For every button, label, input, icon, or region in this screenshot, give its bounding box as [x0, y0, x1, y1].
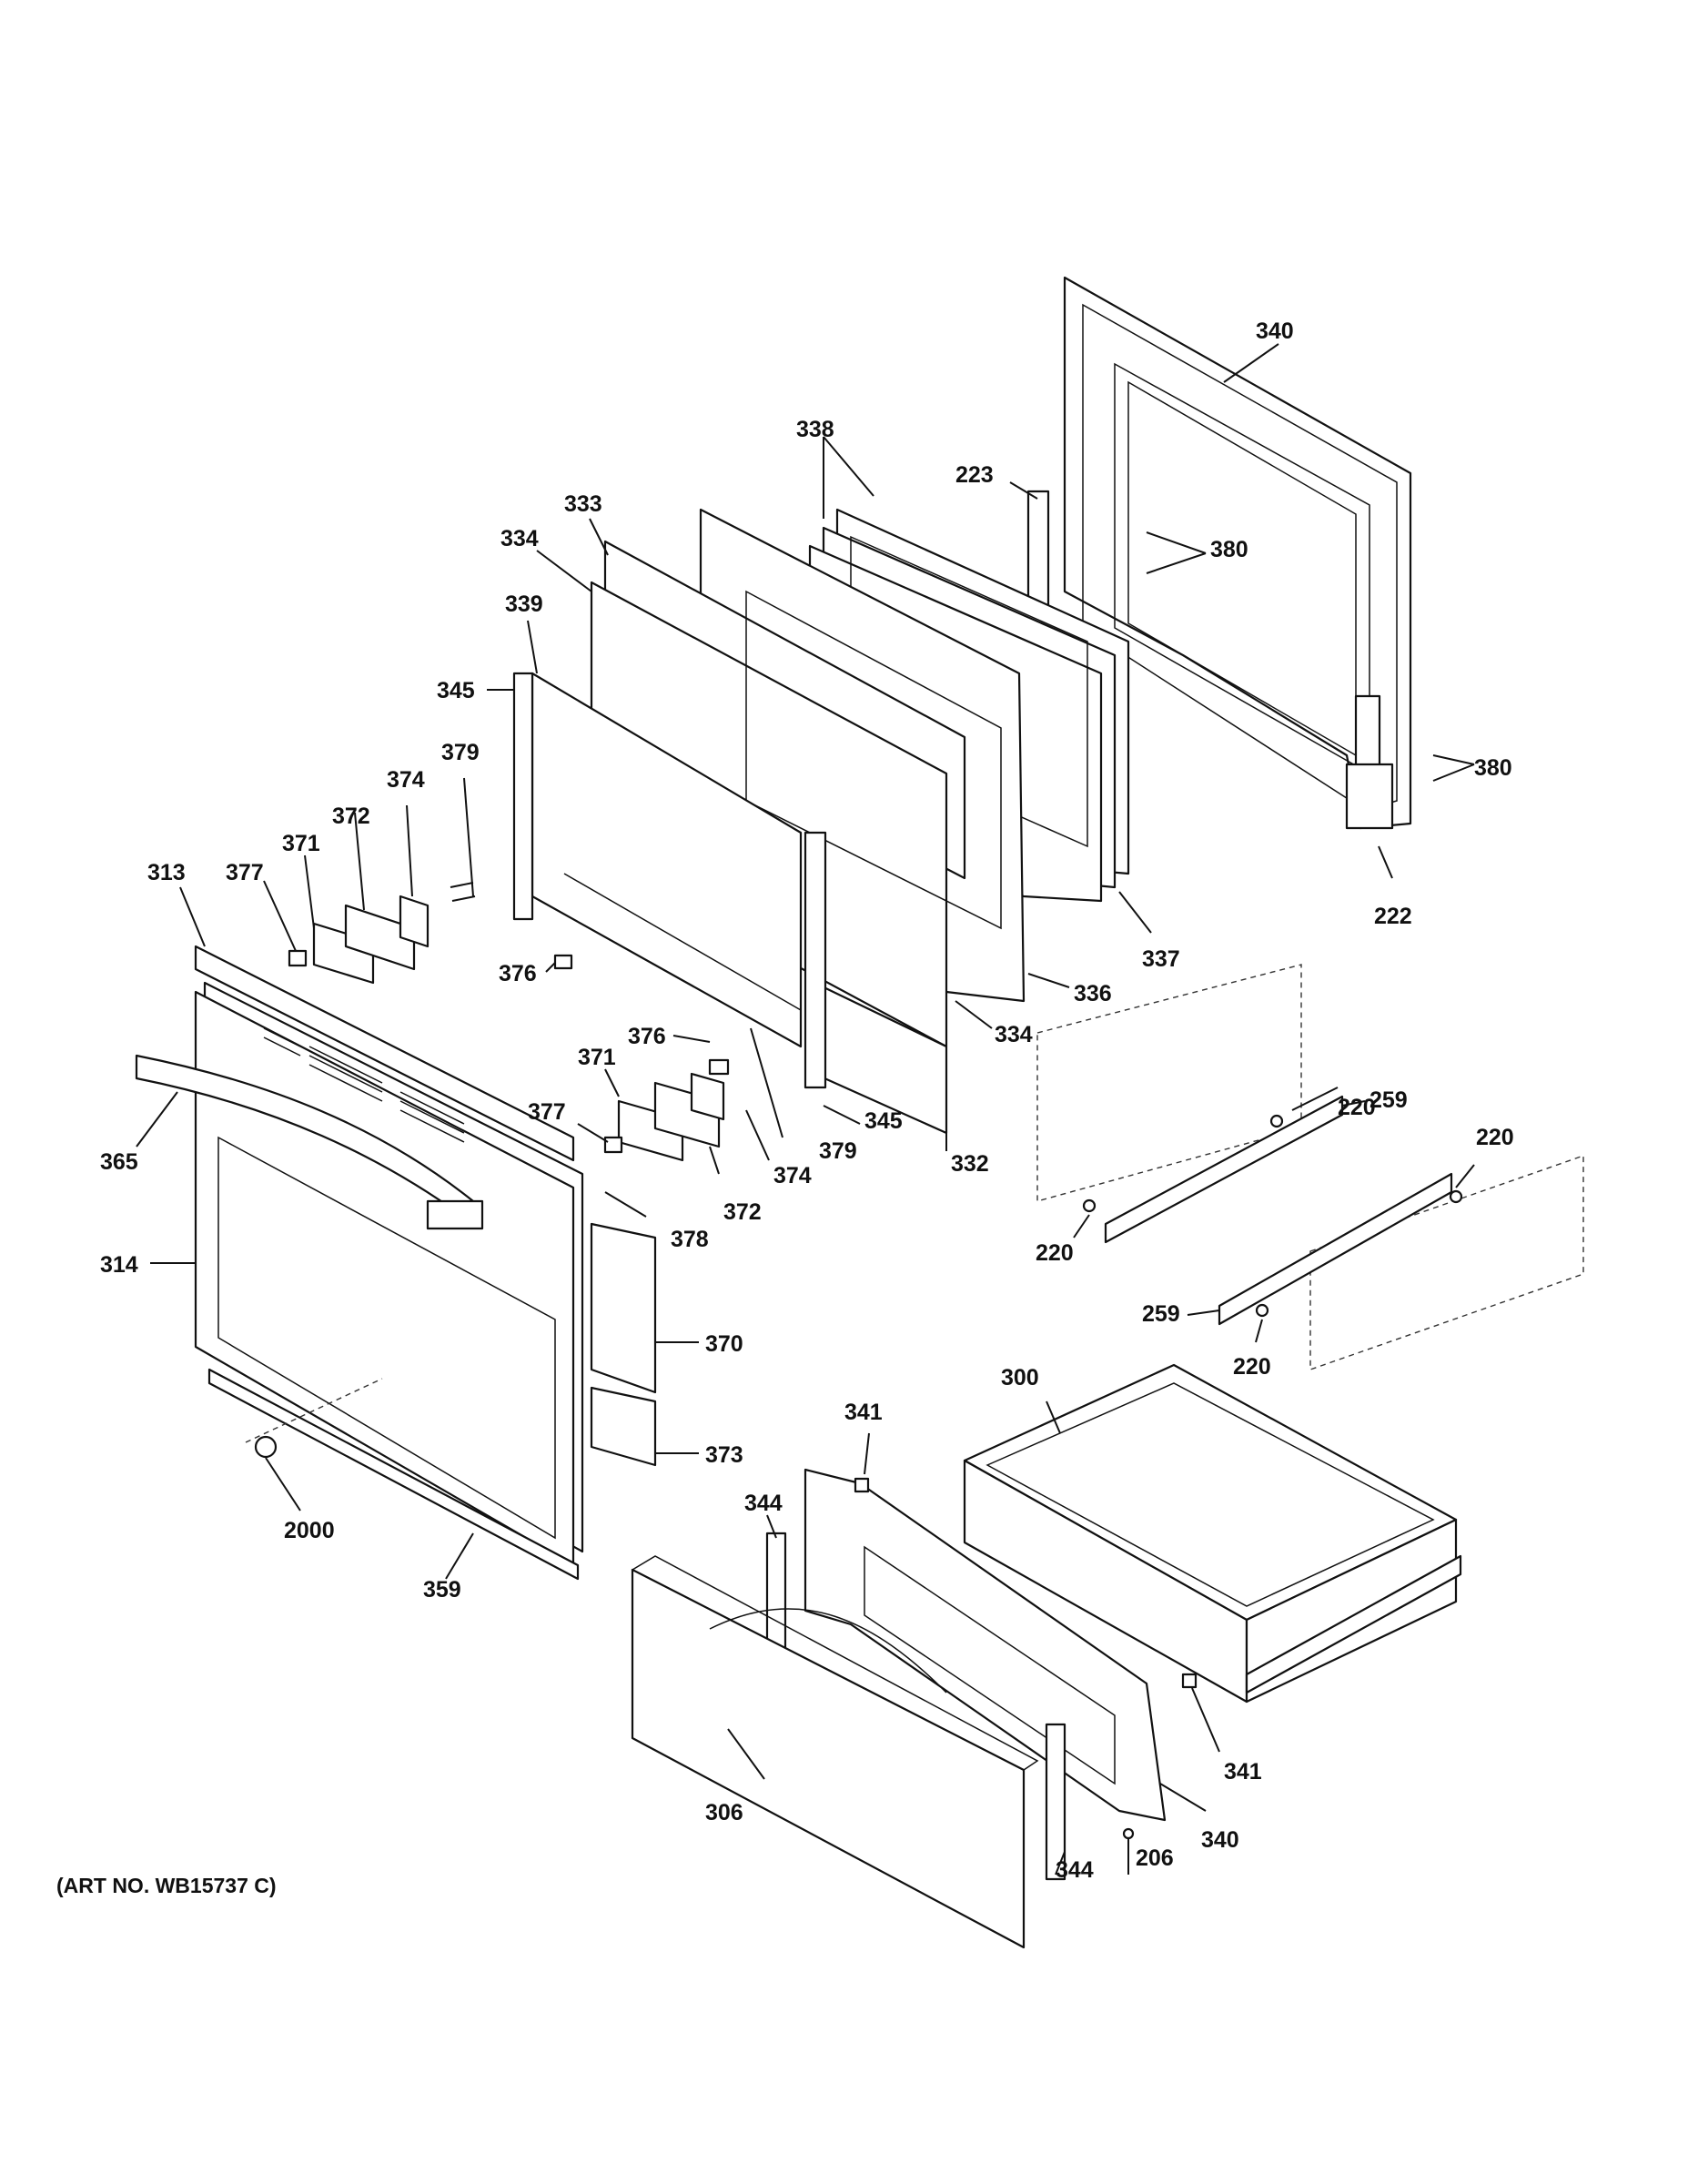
callout-359: 359 — [423, 1577, 461, 1603]
callout-341-upper: 341 — [844, 1400, 883, 1425]
outer-door-frame — [1026, 276, 1412, 830]
callout-332: 332 — [951, 1151, 989, 1177]
drawer-slides — [1036, 964, 1584, 1370]
callout-371-lower: 371 — [578, 1045, 616, 1070]
callout-370: 370 — [705, 1331, 743, 1357]
callout-344-lower: 344 — [1056, 1857, 1094, 1883]
callout-220-a: 220 — [1338, 1095, 1376, 1120]
callout-314: 314 — [100, 1252, 138, 1278]
callout-300: 300 — [1001, 1365, 1039, 1390]
callout-340-lower: 340 — [1201, 1827, 1239, 1853]
callout-223: 223 — [955, 462, 994, 488]
drawer-front-frame — [765, 1468, 1198, 1881]
callout-372-lower: 372 — [723, 1199, 762, 1225]
callout-259-a: 259 — [1370, 1087, 1408, 1113]
callout-337: 337 — [1142, 946, 1180, 972]
hinge-parts-left — [288, 882, 476, 985]
callout-373: 373 — [705, 1442, 743, 1468]
callout-379-upper: 379 — [441, 740, 480, 765]
callout-376-upper: 376 — [499, 961, 537, 986]
callout-313: 313 — [147, 860, 186, 885]
callout-2000: 2000 — [284, 1518, 335, 1543]
callout-379-lower: 379 — [819, 1138, 857, 1164]
drawer-front-panel — [631, 1555, 1039, 1949]
outer-door-panel — [135, 945, 584, 1581]
callout-378: 378 — [671, 1227, 709, 1252]
callout-374-lower: 374 — [773, 1163, 812, 1188]
callout-365: 365 — [100, 1149, 138, 1175]
art-number: (ART NO. WB15737 C) — [56, 1874, 277, 1897]
callout-259-b: 259 — [1142, 1301, 1180, 1327]
callout-380-lower: 380 — [1474, 755, 1512, 781]
callout-334-upper: 334 — [500, 526, 539, 551]
callout-344-upper: 344 — [744, 1491, 783, 1516]
callout-334-lower: 334 — [995, 1022, 1033, 1047]
callout-339: 339 — [505, 592, 543, 617]
callout-220-b: 220 — [1036, 1240, 1074, 1266]
callout-336: 336 — [1074, 981, 1112, 1006]
callout-377-lower: 377 — [528, 1099, 566, 1125]
callout-345-lower: 345 — [864, 1108, 903, 1134]
insulation-pads — [590, 1222, 657, 1467]
callout-338: 338 — [796, 417, 834, 442]
callout-372-upper: 372 — [332, 804, 370, 829]
callout-374-upper: 374 — [387, 767, 425, 793]
callout-377-upper: 377 — [226, 860, 264, 885]
callout-371-upper: 371 — [282, 831, 320, 856]
callout-333: 333 — [564, 491, 602, 517]
hinge-parts-right — [553, 954, 730, 1162]
drawer-box — [963, 1363, 1462, 1704]
callout-labels: 340 338 223 380 333 334 339 345 379 374 … — [56, 318, 1514, 1897]
callout-345-upper: 345 — [437, 678, 475, 703]
door-glass — [512, 672, 827, 1089]
callout-376-lower: 376 — [628, 1024, 666, 1049]
callout-220-d: 220 — [1233, 1354, 1271, 1380]
callout-380-upper: 380 — [1210, 537, 1248, 562]
callout-306: 306 — [705, 1800, 743, 1825]
callout-341-lower: 341 — [1224, 1759, 1262, 1785]
callout-206: 206 — [1136, 1845, 1174, 1871]
callout-220-c: 220 — [1476, 1125, 1514, 1150]
callout-222: 222 — [1374, 904, 1412, 929]
callout-340-top: 340 — [1256, 318, 1294, 344]
leader-lines — [136, 343, 1475, 1876]
